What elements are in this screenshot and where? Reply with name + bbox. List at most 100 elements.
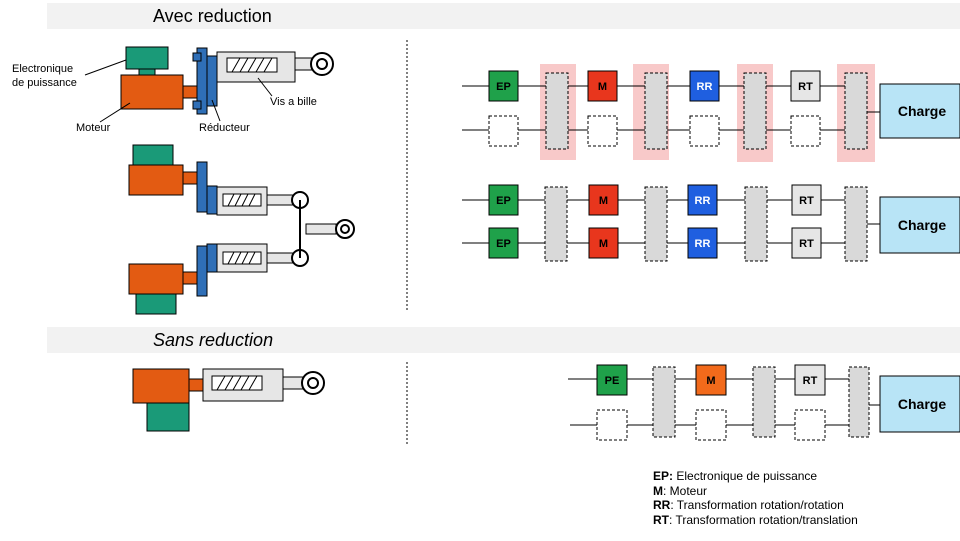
block-m [587,70,618,102]
legend-text: : Moteur [663,483,708,498]
coupling [744,186,768,262]
motor-shaft [182,85,198,99]
section-band-without-reduction [47,327,960,353]
mechanism-dual-reduced [128,144,355,315]
legend-abbr: RR [653,498,671,512]
motor-shaft [188,378,204,392]
coupling [844,72,868,150]
label-motor: Moteur [76,122,111,134]
block-rt-label: RT [798,81,813,93]
empty-slot [587,115,618,147]
output-eye-hole [340,224,350,234]
electronics-box [146,402,190,432]
thread-hatching [216,375,258,391]
mechanism-single-reduced [120,46,334,115]
motor-body [128,164,184,196]
mechanism-direct-drive [132,368,325,432]
label-ball-screw: Vis a bille [270,96,317,108]
block-m [588,184,619,216]
block-m-label: M [599,195,608,207]
block-rt-label: RT [799,238,814,250]
block-m [695,364,727,396]
block-rt-label: RT [799,195,814,207]
leader-motor [99,102,131,123]
empty-slot [695,409,727,441]
legend-item: M: Moteur [653,484,858,499]
coupling [652,366,676,438]
block-ep-label: EP [496,238,511,250]
leader-ball-screw [257,77,273,97]
electronics-box [125,46,169,70]
block-diagram-highlighted: EP M RR RT Charge [462,64,960,162]
coupling [743,72,767,150]
empty-slot [689,115,720,147]
coupling [644,186,668,262]
block-ep-label: EP [496,195,511,207]
reducer-tooth [192,52,202,62]
block-m-label: M [706,375,715,387]
coupling [848,366,870,438]
legend-item: EP: Electronique de puissance [653,469,858,484]
empty-slot [488,115,519,147]
rod-eye-hole [316,58,328,70]
motor-body [132,368,190,404]
legend-text: : Transformation rotation/rotation [670,498,844,512]
block-rr-label: RR [695,238,711,250]
coupling [544,186,568,262]
output-rod [305,223,337,235]
block-ep-label: EP [496,81,511,93]
legend-abbr: RT [653,512,669,527]
block-rr-label: RR [697,81,713,93]
section-band-with-reduction [47,3,960,29]
block-rt [791,184,822,216]
block-rr [687,227,718,259]
reducer-gear-b [206,185,218,215]
electronics-box [135,293,177,315]
motor-body [120,74,184,110]
motor-body [128,263,184,295]
block-rt [790,70,821,102]
block-m-label: M [599,238,608,250]
electronics-mount [138,68,156,76]
section-title-with-reduction: Avec reduction [153,6,272,26]
block-ep [488,227,519,259]
block-load-label: Charge [898,103,946,119]
legend-abbr: EP: [653,469,674,483]
block-m-label: M [598,81,607,93]
rod-eye-hole [307,377,319,389]
motor-shaft [182,171,198,185]
leader-reducer [211,99,221,122]
block-diagram-direct: PE M RT Charge [568,364,960,441]
legend-abbr: M [653,483,663,498]
coupling [545,72,569,150]
thread-hatching [231,57,273,73]
legend-text: Electronique de puissance [673,469,818,483]
coupling [752,366,776,438]
empty-slot [596,409,628,441]
thread-hatching [227,193,256,207]
block-load-label: Charge [898,217,946,233]
block-ep [488,184,519,216]
block-rr [687,184,718,216]
label-electronics-line2: de puissance [12,77,77,89]
reducer-gear-a [196,161,208,213]
label-electronics-line1: Electronique [12,63,73,75]
label-reducer: Réducteur [199,122,250,134]
legend-item: RR: Transformation rotation/rotation [653,498,858,513]
block-load [879,196,960,254]
leader-electronics [84,59,127,76]
block-load-label: Charge [898,396,946,412]
empty-slot [790,115,821,147]
block-load [879,83,960,139]
block-m [588,227,619,259]
legend-text: : Transformation rotation/translation [669,512,858,527]
legend: EP: Electronique de puissance M: Moteur … [653,469,858,527]
block-rt [794,364,826,396]
block-load [879,375,960,433]
reducer-gear-b [206,243,218,273]
block-pe [596,364,628,396]
thread-hatching [227,251,256,265]
block-rr [689,70,720,102]
block-rt-label: RT [803,375,818,387]
